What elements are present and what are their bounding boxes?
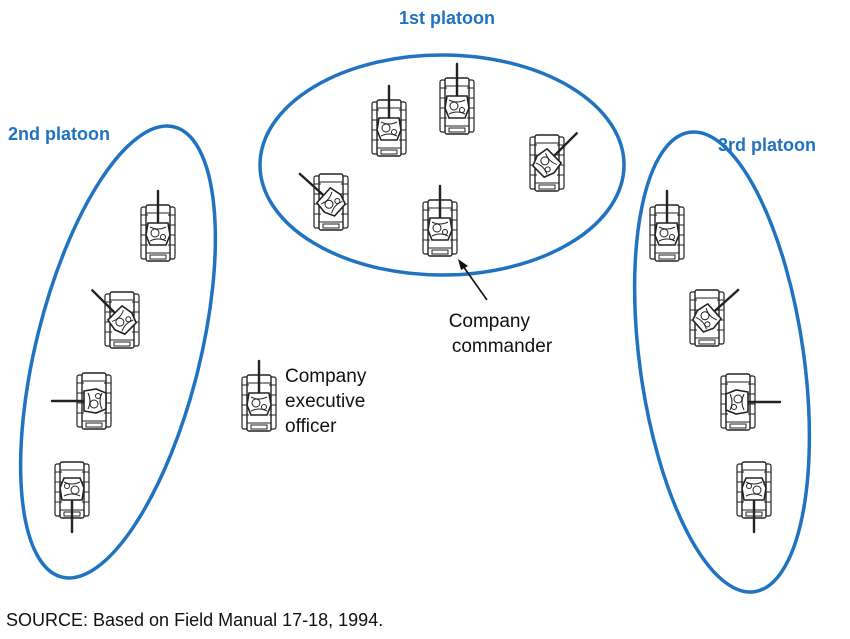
tank-icon	[82, 280, 141, 349]
tank-icon	[50, 372, 112, 430]
tank-icon	[649, 189, 685, 262]
tank-icon	[290, 163, 350, 231]
tank-icon	[528, 123, 587, 192]
platoon-2-label: 2nd platoon	[8, 124, 110, 144]
company-executive-officer-tank-icon	[241, 359, 277, 432]
tank-icon	[720, 373, 782, 431]
tank-icon	[140, 189, 176, 262]
executive-officer-line-2: executive	[285, 391, 365, 412]
commander-line-1: Company	[449, 311, 531, 332]
tank-icon	[688, 279, 748, 347]
executive-officer-line-1: Company	[285, 366, 367, 387]
platoon-3-boundary	[632, 130, 812, 594]
tank-icon	[54, 461, 90, 534]
executive-officer-line-3: officer	[285, 416, 337, 437]
source-note: SOURCE: Based on Field Manual 17-18, 199…	[6, 610, 383, 630]
commander-annotation: Company commander	[449, 311, 553, 357]
company-commander-tank-icon	[422, 184, 458, 257]
commander-line-2: commander	[452, 336, 553, 357]
platoon-1-label: 1st platoon	[399, 8, 495, 28]
executive-officer-annotation: Company executive officer	[285, 366, 372, 437]
tank-icon	[736, 461, 772, 534]
tank-icon	[439, 62, 475, 135]
platoon-3-label: 3rd platoon	[718, 135, 816, 155]
platoon-1-boundary	[258, 53, 626, 277]
platoon-2-boundary	[18, 124, 218, 580]
tank-icon	[371, 84, 407, 157]
commander-pointer-arrow	[458, 259, 488, 301]
